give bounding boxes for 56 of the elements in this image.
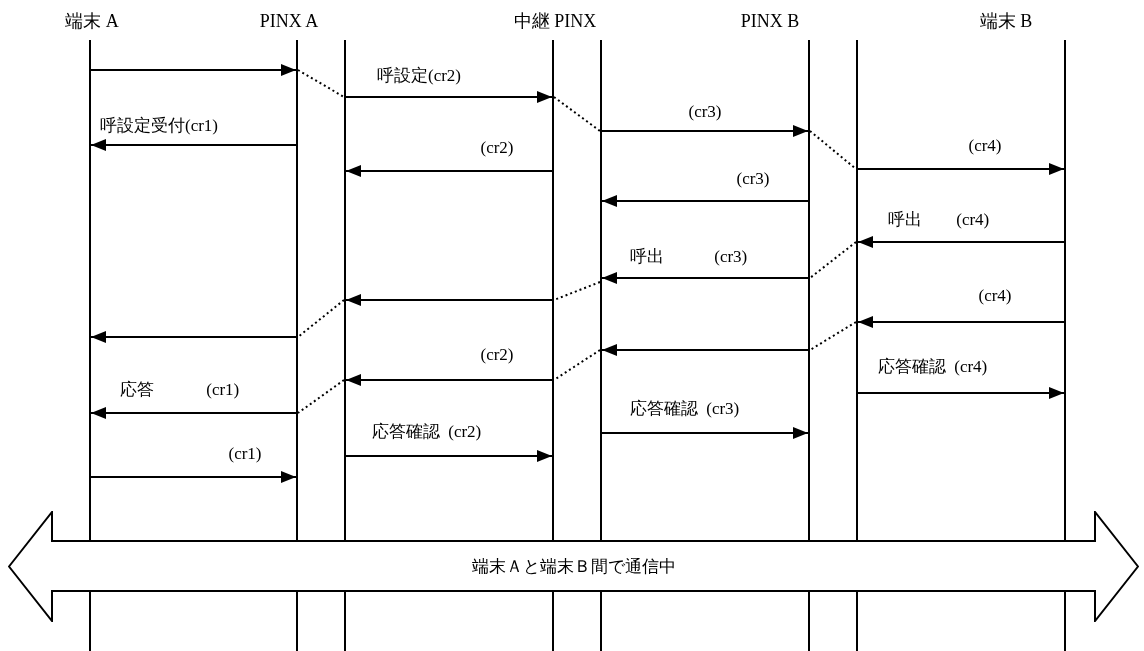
band-text: 端末Ａと端末Ｂ間で通信中 [470,555,677,577]
edge-label: 応答確認 (cr4) [876,357,990,377]
lifeline [344,40,346,651]
arrow [345,294,553,306]
dotted-line [553,96,601,132]
lifeline-label: PINX B [740,10,800,32]
edge-label: 応答 (cr1) [118,380,242,400]
arrow [345,165,553,177]
arrow [90,471,297,483]
dotted-line [297,299,345,338]
edge-label: (cr1) [226,444,264,464]
arrow [345,91,553,103]
arrow [601,344,809,356]
edge-label: (cr2) [478,345,516,365]
dotted-line [809,130,857,170]
arrow [90,139,297,151]
edge-label: (cr4) [966,136,1004,156]
arrow [857,236,1065,248]
edge-label: (cr3) [686,102,724,122]
edge-label: 呼設定(cr2) [375,66,464,86]
arrow [90,407,297,419]
lifeline [89,40,91,651]
arrow [345,374,553,386]
dotted-line [297,379,345,414]
edge-label: (cr2) [478,138,516,158]
edge-label: 応答確認 (cr3) [628,399,742,419]
arrow [601,427,809,439]
dotted-line [553,349,601,381]
edge-label: 呼出 (cr3) [628,247,750,267]
lifeline [600,40,602,651]
edge-label: 呼設定受付(cr1) [98,116,221,136]
lifeline-label: 端末 B [979,10,1033,32]
edge-label: (cr4) [976,286,1014,306]
arrow [90,64,297,76]
lifeline-label: PINX A [259,10,319,32]
arrow [90,331,297,343]
lifeline [552,40,554,651]
dotted-line [297,69,345,98]
arrow [857,316,1065,328]
lifeline-label: 中継 PINX [513,10,597,32]
lifeline [808,40,810,651]
arrow [601,195,809,207]
lifeline [1064,40,1066,651]
dotted-line [809,321,857,351]
arrow [857,163,1065,175]
arrow [601,125,809,137]
lifeline [296,40,298,651]
lifeline [856,40,858,651]
edge-label: (cr3) [734,169,772,189]
dotted-line [553,281,601,301]
edge-label: 応答確認 (cr2) [370,422,484,442]
arrow [345,450,553,462]
arrow [857,387,1065,399]
edge-label: 呼出 (cr4) [886,210,992,230]
arrow [601,272,809,284]
dotted-line [809,241,857,279]
